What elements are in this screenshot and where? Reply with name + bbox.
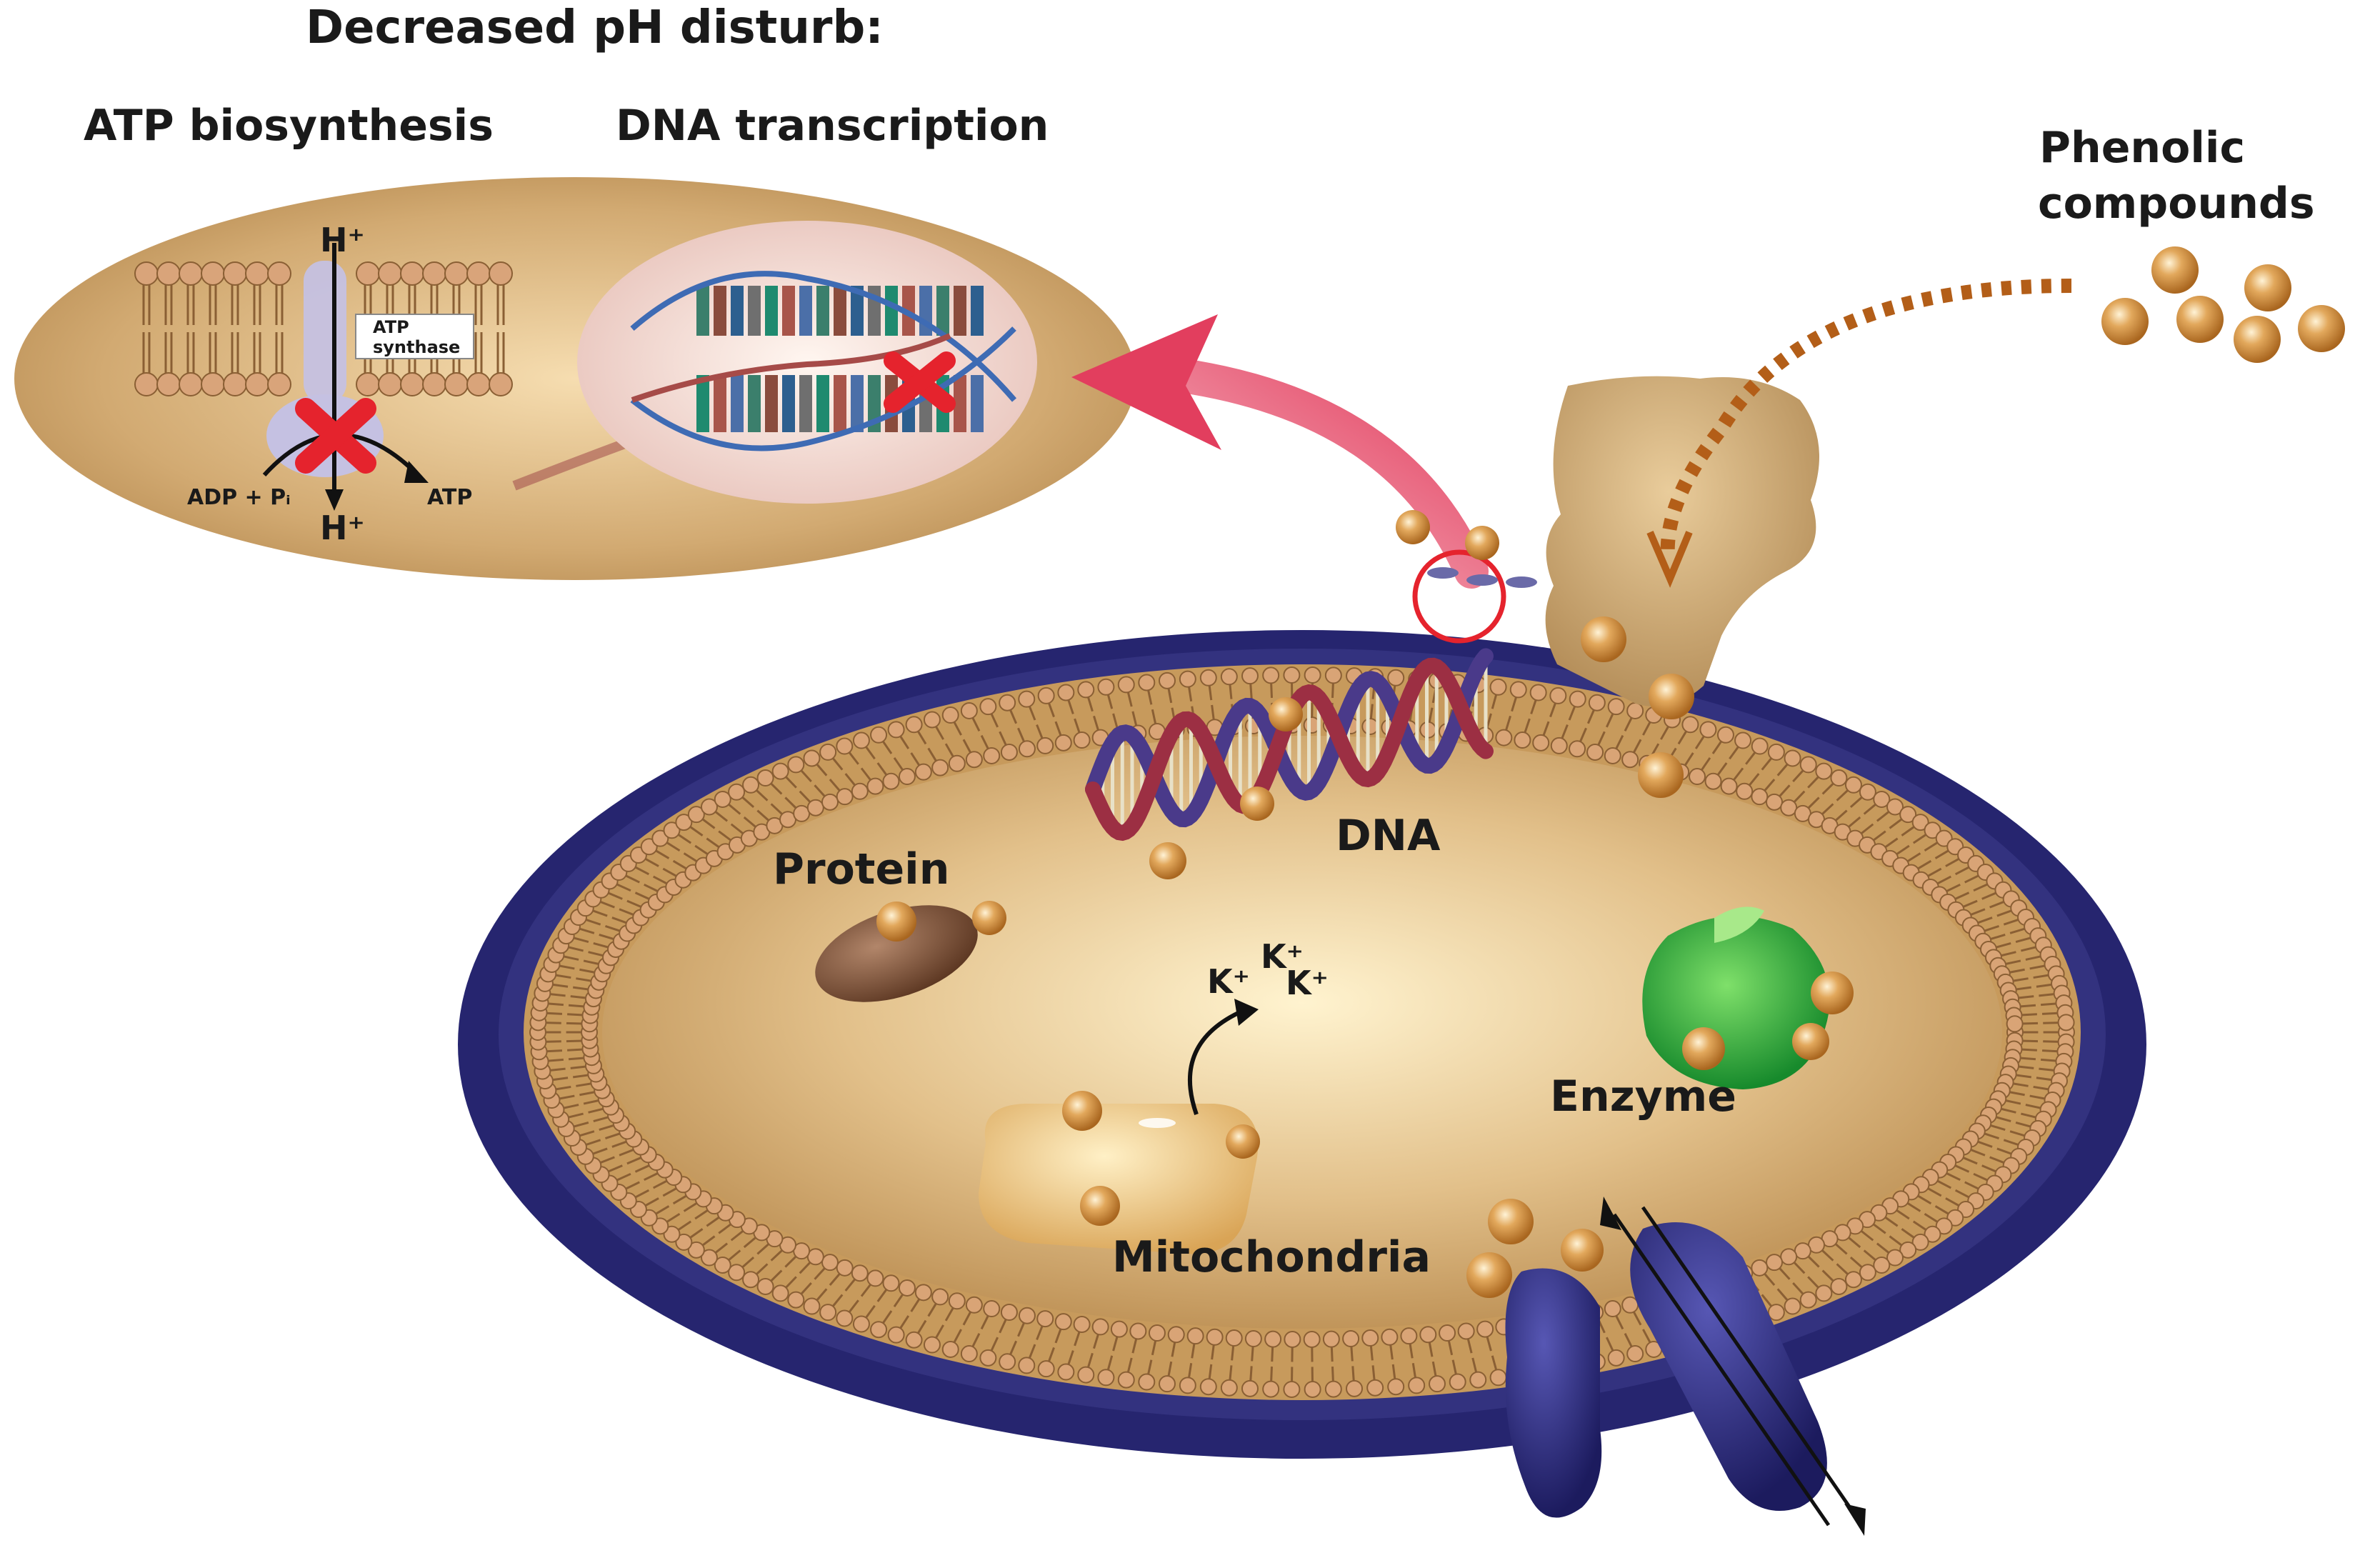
bacterial-cell bbox=[458, 630, 2146, 1459]
inset-panel: H⁺ H⁺ ATP synthase ADP + Pᵢ ATP bbox=[14, 177, 1136, 580]
potassium-ion-label-1: K⁺ bbox=[1207, 962, 1250, 1001]
dna-transcription-zoom bbox=[577, 221, 1037, 504]
h-plus-bottom-label: H⁺ bbox=[320, 509, 365, 547]
phenolic-compounds-label-line2: compounds bbox=[2038, 179, 2315, 229]
heading-title: Decreased pH disturb: bbox=[306, 1, 884, 54]
phenolic-entry-arrow bbox=[1646, 279, 2072, 588]
mitochondria-label: Mitochondria bbox=[1112, 1232, 1431, 1282]
dna-transcription-label: DNA transcription bbox=[616, 101, 1049, 151]
mitochondrion-shape bbox=[979, 1104, 1259, 1254]
h-plus-top-label: H⁺ bbox=[320, 221, 365, 259]
inset-lipid-bilayer bbox=[134, 261, 513, 396]
membrane-focus-circle bbox=[1412, 549, 1506, 644]
efflux-channel bbox=[1505, 1197, 1866, 1536]
dna-label: DNA bbox=[1336, 811, 1441, 861]
atp-inhibit-x-icon bbox=[295, 398, 376, 474]
atp-product-label: ATP bbox=[427, 485, 472, 510]
atp-synthase-label-line1: ATP bbox=[373, 317, 409, 337]
potassium-release-arrow bbox=[1187, 999, 1259, 1115]
protein-label: Protein bbox=[773, 844, 949, 894]
phenolic-compound-balls bbox=[876, 246, 2345, 1298]
atp-biosynthesis-label: ATP biosynthesis bbox=[84, 101, 494, 151]
atp-synthase-label-line2: synthase bbox=[373, 337, 460, 357]
cell-lipid-bilayer bbox=[529, 666, 2075, 1398]
zoom-arrow bbox=[1071, 314, 1489, 589]
dna-inhibit-x-icon bbox=[884, 351, 956, 413]
potassium-ion-label-3: K⁺ bbox=[1286, 964, 1329, 1002]
enzyme-label: Enzyme bbox=[1550, 1072, 1736, 1122]
phenolic-compounds-label-line1: Phenolic bbox=[2039, 123, 2245, 173]
potassium-ion-label-2: K⁺ bbox=[1261, 937, 1304, 976]
protein-shape bbox=[815, 905, 978, 1002]
adp-pi-label: ADP + Pᵢ bbox=[187, 485, 291, 510]
